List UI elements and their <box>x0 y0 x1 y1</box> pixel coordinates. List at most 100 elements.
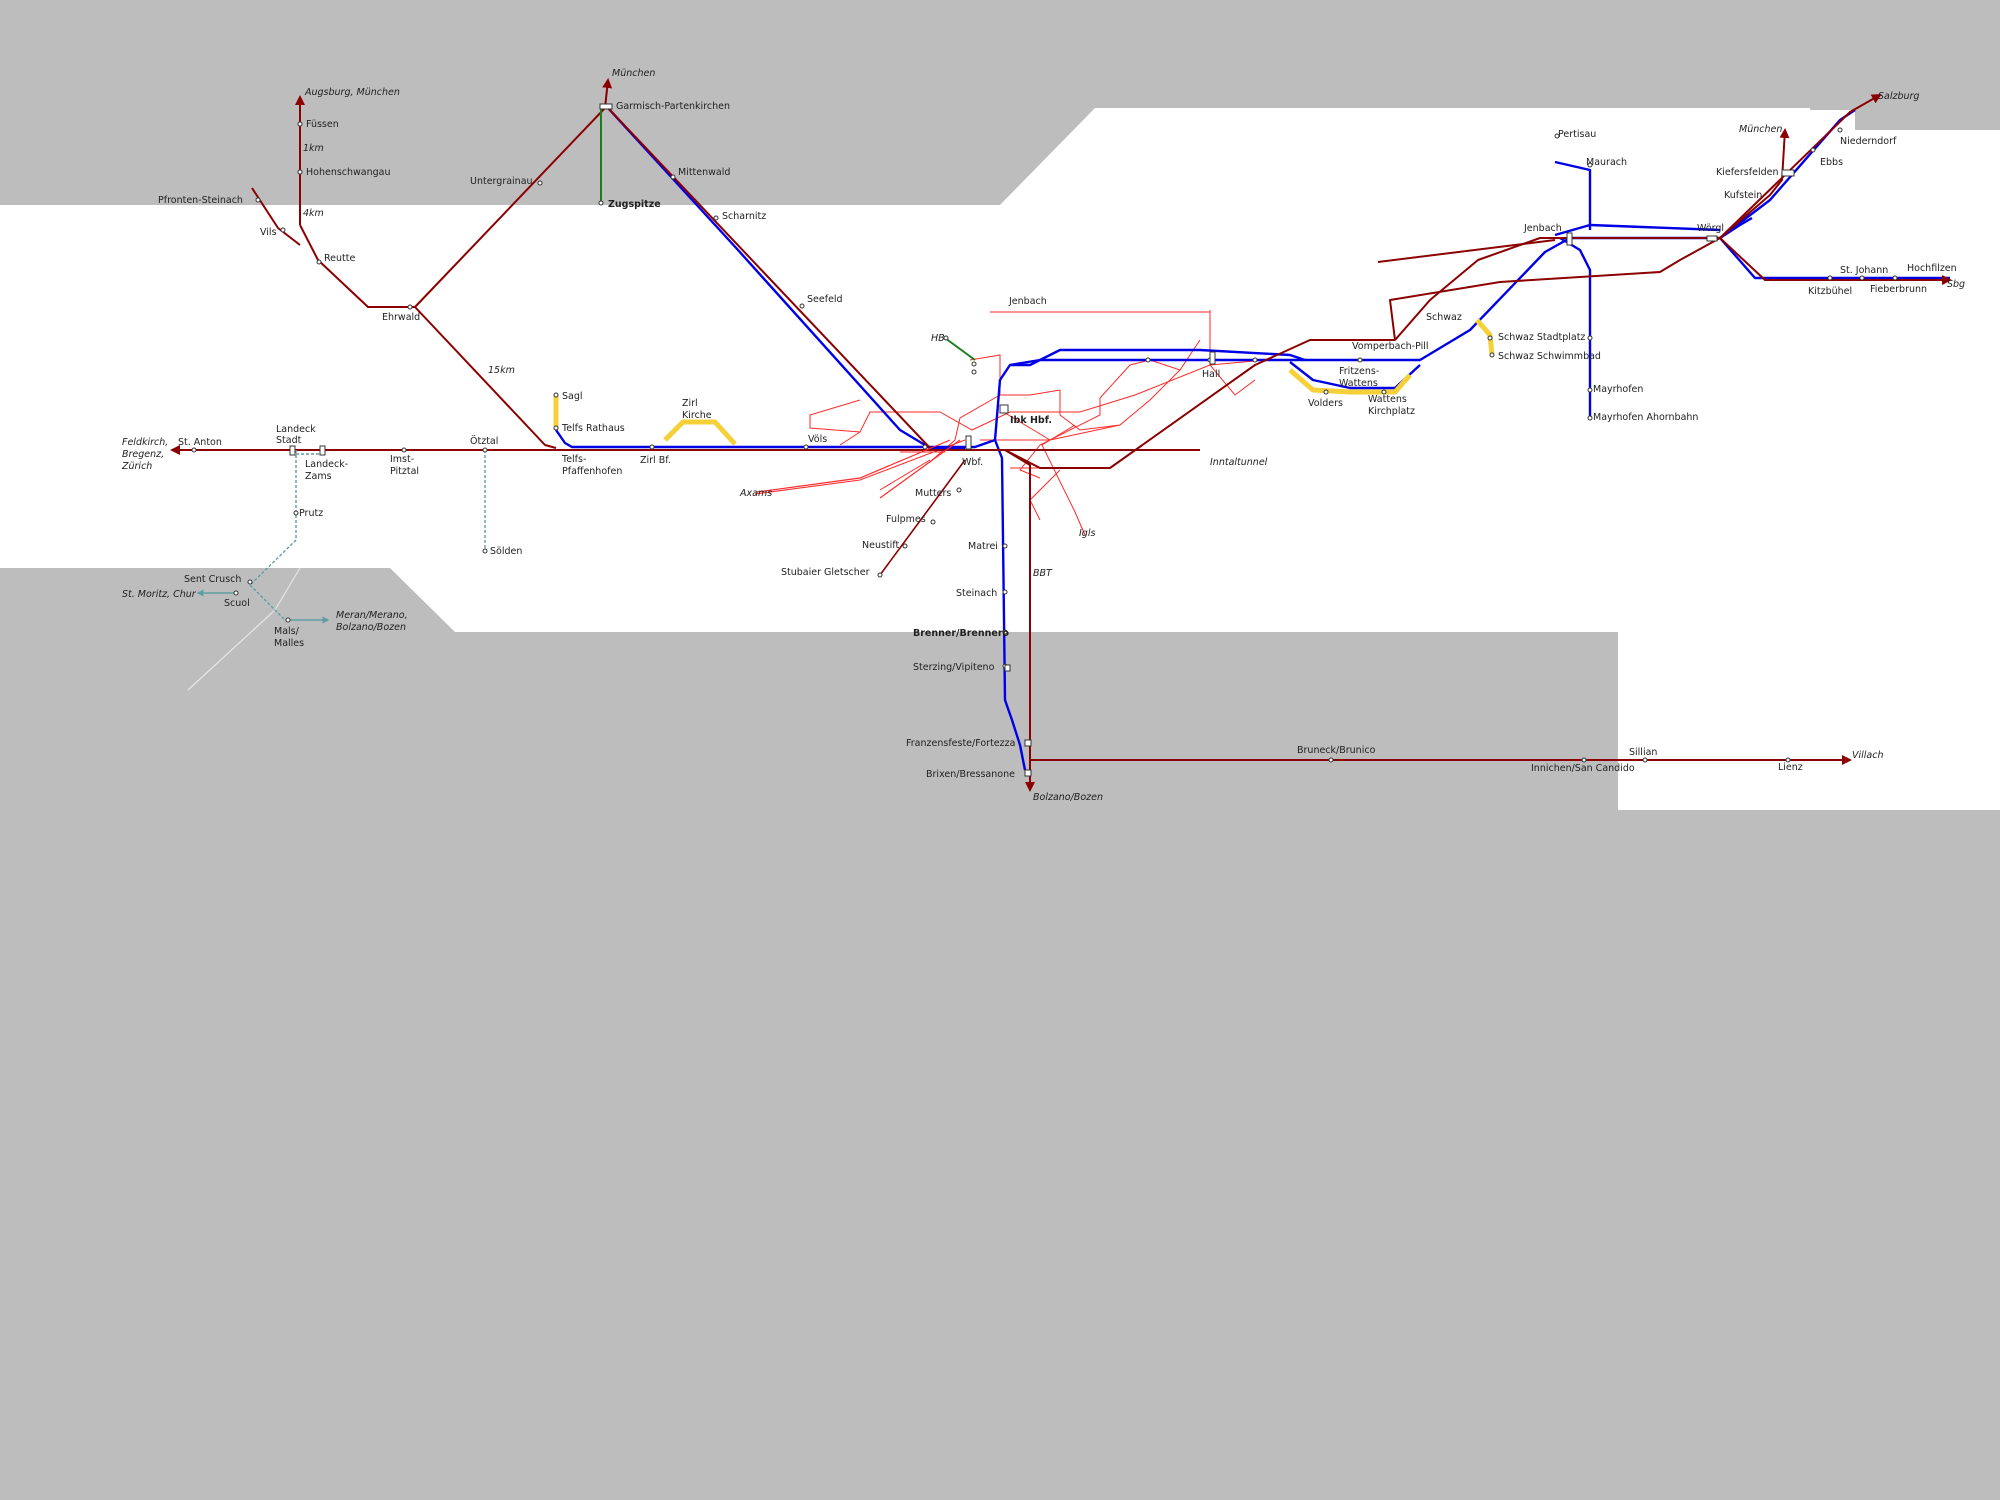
label-bolzano: Bolzano/Bozen <box>1033 792 1103 803</box>
label-landeck-zams-1: Landeck- <box>305 459 348 470</box>
label-neustift: Neustift <box>862 540 899 551</box>
label-wbf: Wbf. <box>962 457 983 468</box>
label-ebbs: Ebbs <box>1820 157 1843 168</box>
label-meran-1: Meran/Merano, <box>336 610 408 621</box>
label-st-johann: St. Johann <box>1840 265 1888 276</box>
label-mutters: Mutters <box>915 488 951 499</box>
label-villach: Villach <box>1852 750 1883 761</box>
label-muenchen-east: München <box>1739 124 1782 135</box>
label-landeck-zams-2: Zams <box>305 471 332 482</box>
label-axams: Axams <box>739 488 772 499</box>
label-bbt: BBT <box>1033 568 1053 579</box>
label-oetztal: Ötztal <box>470 436 498 447</box>
label-sillian: Sillian <box>1629 747 1657 758</box>
label-feldkirch-2: Bregenz, <box>122 449 164 460</box>
label-jenbach: Jenbach <box>1523 223 1562 234</box>
label-zirl-kirche-1: Zirl <box>682 398 698 409</box>
label-vomperbach: Vomperbach-Pill <box>1352 341 1429 352</box>
label-pertisau: Pertisau <box>1558 129 1596 140</box>
label-st-anton: St. Anton <box>178 437 222 448</box>
label-imst-2: Pitztal <box>390 466 419 477</box>
label-woergl: Wörgl <box>1697 223 1724 234</box>
stubaital-railway <box>879 459 966 576</box>
label-sterzing: Sterzing/Vipiteno <box>913 662 995 673</box>
label-bruneck: Bruneck/Brunico <box>1297 745 1376 756</box>
label-untergrainau: Untergrainau <box>470 176 533 187</box>
funicular-lines <box>553 318 1495 446</box>
label-brixen: Brixen/Bressanone <box>926 769 1015 780</box>
label-schwaz-stadtplatz: Schwaz Stadtplatz <box>1498 332 1585 343</box>
label-scuol: Scuol <box>224 598 250 609</box>
map-land-area-ne <box>1805 110 1855 130</box>
label-landeck-stadt-2: Stadt <box>276 435 302 446</box>
label-telfs-2: Pfaffenhofen <box>562 466 622 477</box>
label-kitzbuehel: Kitzbühel <box>1808 286 1852 297</box>
label-schwaz: Schwaz <box>1426 312 1462 323</box>
label-salzburg: Salzburg <box>1878 91 1919 102</box>
label-sent: Sent Crusch <box>184 574 241 585</box>
label-pfronten: Pfronten-Steinach <box>158 195 243 206</box>
label-lienz: Lienz <box>1778 762 1803 773</box>
label-kufstein: Kufstein <box>1724 190 1762 201</box>
label-inntaltunnel: Inntaltunnel <box>1210 457 1268 468</box>
label-zugspitze: Zugspitze <box>608 199 661 210</box>
label-augsburg: Augsburg, München <box>304 87 400 98</box>
label-prutz: Prutz <box>299 508 323 519</box>
zugspitze-cog-railway <box>600 107 976 361</box>
label-voels: Völs <box>808 434 827 445</box>
label-maurach: Maurach <box>1586 157 1627 168</box>
label-innichen: Innichen/San Candido <box>1531 763 1635 774</box>
label-mittenwald: Mittenwald <box>678 167 730 178</box>
major-station-markers <box>289 103 1795 777</box>
label-volders: Volders <box>1308 398 1343 409</box>
label-niederndorf: Niederndorf <box>1840 136 1897 147</box>
label-fulpmes: Fulpmes <box>886 514 926 525</box>
label-sagl: Sagl <box>562 391 583 402</box>
label-telfs-1: Telfs- <box>561 454 586 465</box>
label-steinach: Steinach <box>956 588 997 599</box>
label-1km: 1km <box>303 143 324 154</box>
label-imst-1: Imst- <box>390 454 414 465</box>
label-stubaier: Stubaier Gletscher <box>781 567 870 578</box>
label-15km: 15km <box>488 365 515 376</box>
label-telfs-rathaus: Telfs Rathaus <box>561 423 625 434</box>
label-mayrhofen-ahorn: Mayrhofen Ahornbahn <box>1593 412 1698 423</box>
label-landeck-stadt-1: Landeck <box>276 424 316 435</box>
label-zirl-kirche-2: Kirche <box>682 410 712 421</box>
label-meran-2: Bolzano/Bozen <box>336 622 406 633</box>
label-igls: Igls <box>1079 528 1095 539</box>
label-fieberbrunn: Fieberbrunn <box>1870 284 1927 295</box>
label-fussen: Füssen <box>306 119 339 130</box>
map-land-area <box>0 108 2000 810</box>
label-muenchen-north: München <box>612 68 655 79</box>
label-hochfilzen: Hochfilzen <box>1907 263 1957 274</box>
label-fritzens-2: Wattens <box>1339 378 1378 389</box>
label-fritzens-1: Fritzens- <box>1339 366 1379 377</box>
label-jenbach-tram: Jenbach <box>1008 296 1047 307</box>
label-mals-2: Malles <box>274 638 304 649</box>
label-brenner: Brenner/Brennero <box>913 628 1010 639</box>
label-ibk-hbf: Ibk Hbf. <box>1010 415 1052 426</box>
stubaital-lines <box>756 439 961 499</box>
label-feldkirch-1: Feldkirch, <box>122 437 168 448</box>
label-soelden: Sölden <box>490 546 522 557</box>
label-4km: 4km <box>303 208 324 219</box>
label-wattens-k-1: Wattens <box>1368 394 1407 405</box>
label-franzensfeste: Franzensfeste/Fortezza <box>906 738 1015 749</box>
label-scharnitz: Scharnitz <box>722 211 766 222</box>
label-mals-1: Mals/ <box>274 626 300 637</box>
label-wattens-k-2: Kirchplatz <box>1368 406 1415 417</box>
label-reutte: Reutte <box>324 253 355 264</box>
label-hb: HB <box>931 333 945 344</box>
label-vils: Vils <box>260 227 277 238</box>
label-matrei: Matrei <box>968 541 998 552</box>
label-sbg: Sbg <box>1947 279 1965 290</box>
label-mayrhofen: Mayrhofen <box>1593 384 1643 395</box>
label-ehrwald: Ehrwald <box>382 312 420 323</box>
mainline-network <box>170 78 1952 792</box>
planned-lines <box>249 450 486 621</box>
label-schwaz-schwimmbad: Schwaz Schwimmbad <box>1498 351 1601 362</box>
label-zirl-bf: Zirl Bf. <box>640 455 671 466</box>
label-garmisch: Garmisch-Partenkirchen <box>616 101 730 112</box>
